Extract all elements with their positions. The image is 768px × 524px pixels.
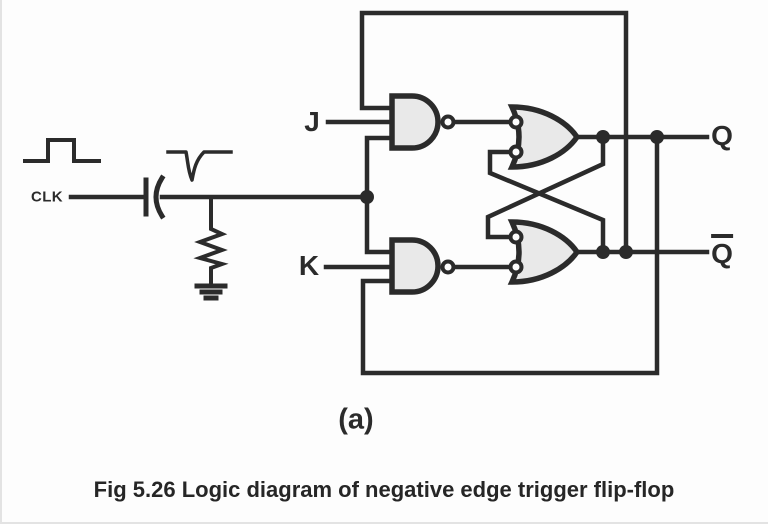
ground-icon <box>194 283 228 301</box>
scan-edge-artifact-bottom <box>0 522 768 524</box>
clk-label: CLK <box>30 188 64 206</box>
cross-couple-wire-q <box>485 134 606 240</box>
clock-pulse-waveform-icon <box>23 138 101 163</box>
nand-gate-k <box>389 237 441 295</box>
inversion-bubbles <box>440 114 524 275</box>
k-input-label: K <box>298 250 320 281</box>
cross-couple-wire-qbar <box>487 149 606 255</box>
or-top-input1-bubble <box>508 114 524 130</box>
feedback-wire-top <box>359 10 629 255</box>
q-junction-dot-1 <box>596 130 610 144</box>
gates <box>389 93 581 295</box>
qbar-junction-dot-1 <box>596 245 610 259</box>
q-output-label: Q <box>711 120 733 151</box>
resistor <box>193 195 229 286</box>
capacitor-plate-right <box>153 174 166 220</box>
j-input-label: J <box>304 106 320 137</box>
q-bar-overline: Q <box>711 234 733 268</box>
subfigure-label: (a) <box>338 403 374 436</box>
clock-junction-dot <box>360 190 374 204</box>
or-gate-top <box>507 104 581 170</box>
or-bottom-input1-bubble <box>508 229 524 245</box>
q-bar-output-label: Q <box>711 234 733 268</box>
qbar-junction-dot-2 <box>619 245 633 259</box>
nand-k-output-bubble <box>440 259 456 275</box>
figure-caption: Fig 5.26 Logic diagram of negative edge … <box>93 477 675 502</box>
negative-spike-waveform-icon <box>166 150 233 182</box>
feedback-wire-bottom <box>360 134 660 376</box>
scan-edge-artifact-left <box>0 0 2 524</box>
nand-j-output-bubble <box>440 114 456 130</box>
nand-gate-j <box>389 93 441 151</box>
or-top-input2-bubble <box>508 144 524 160</box>
q-junction-dot-2 <box>650 130 664 144</box>
or-gate-bottom <box>507 219 581 285</box>
junction-dots <box>360 130 664 259</box>
or-bottom-input2-bubble <box>508 259 524 275</box>
